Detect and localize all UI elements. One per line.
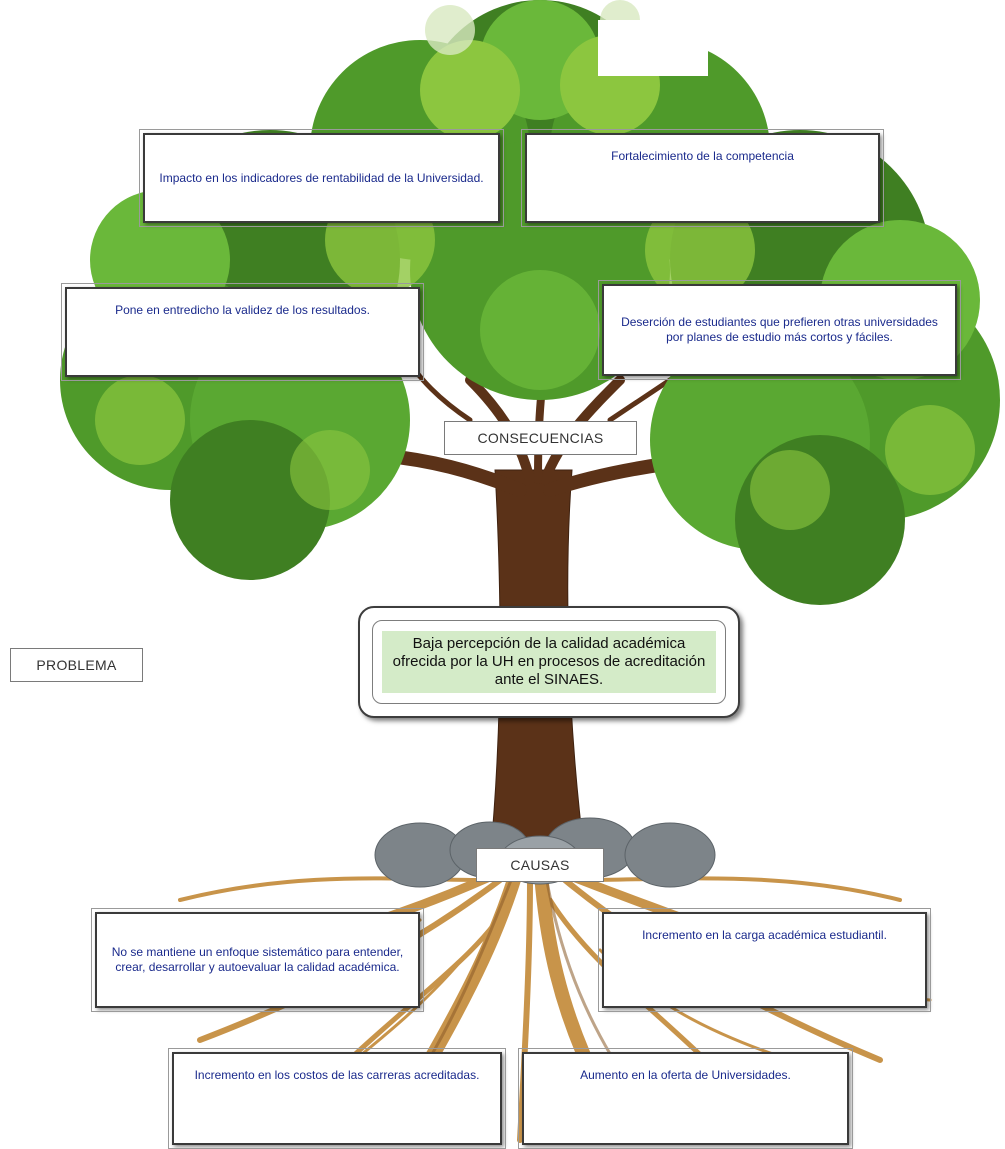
canopy-gap: [598, 20, 708, 76]
problem-box: Baja percepción de la calidad académica …: [358, 606, 740, 718]
cause-box-systematic-approach: No se mantiene un enfoque sistemático pa…: [91, 908, 424, 1012]
cause-box-accreditation-costs: Incremento en los costos de las carreras…: [168, 1048, 506, 1149]
consequence-text: Impacto en los indicadores de rentabilid…: [159, 170, 484, 185]
consequence-box-competition: Fortalecimiento de la competencia: [521, 129, 884, 227]
problem-inner-frame: Baja percepción de la calidad académica …: [372, 620, 726, 704]
consequence-box-profitability: Impacto en los indicadores de rentabilid…: [139, 129, 504, 227]
consequence-text: Pone en entredicho la validez de los res…: [115, 303, 370, 317]
problem-statement: Baja percepción de la calidad académica …: [382, 631, 716, 693]
problem-label: PROBLEMA: [10, 648, 143, 682]
cause-box-academic-load: Incremento en la carga académica estudia…: [598, 908, 931, 1012]
cause-box-university-offer: Aumento en la oferta de Universidades.: [518, 1048, 853, 1149]
consequence-text: Deserción de estudiantes que prefieren o…: [621, 315, 938, 344]
consequence-box-validity: Pone en entredicho la validez de los res…: [61, 283, 424, 381]
cause-text: Incremento en los costos de las carreras…: [194, 1068, 480, 1082]
consequence-box-dropout: Deserción de estudiantes que prefieren o…: [598, 280, 961, 380]
consequence-text: Fortalecimiento de la competencia: [611, 149, 794, 163]
consequences-label: CONSECUENCIAS: [444, 421, 637, 455]
causes-label: CAUSAS: [476, 848, 604, 882]
cause-text: Aumento en la oferta de Universidades.: [580, 1068, 791, 1082]
cause-text: Incremento en la carga académica estudia…: [642, 928, 887, 942]
cause-text: No se mantiene un enfoque sistemático pa…: [111, 945, 404, 974]
